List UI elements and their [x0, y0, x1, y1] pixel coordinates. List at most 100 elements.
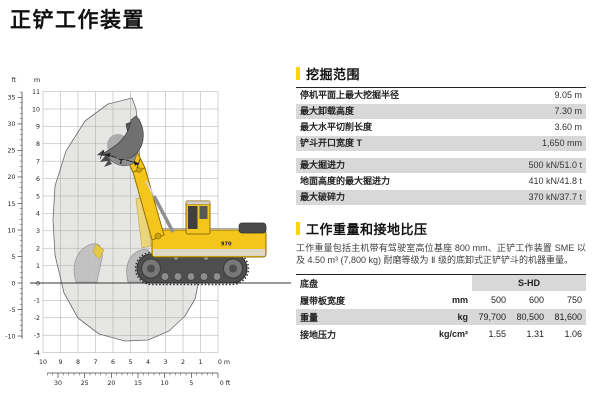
- m-axis-label: 10: [32, 106, 40, 113]
- spec-label: 铲斗开口宽度 T: [300, 138, 362, 149]
- spec-row: 地面高度的最大掘进力 410 kN/41.8 t: [296, 174, 586, 190]
- spec-value: 1,650 mm: [541, 138, 582, 149]
- ft-axis-unit: ft: [12, 76, 17, 84]
- section-heading: 工作重量和接地比压: [306, 222, 428, 237]
- ft-axis-label: -5: [9, 307, 15, 314]
- weight-row-label: 履带板宽度: [300, 295, 346, 306]
- m-axis-label: 2: [36, 246, 40, 253]
- boom-pivot: [154, 232, 162, 240]
- bottom-m-label: 0 m: [218, 359, 230, 366]
- ft-axis-label: 30: [7, 121, 15, 128]
- undercarriage-value: S-HD: [472, 275, 586, 292]
- m-axis-label: 6: [36, 176, 40, 183]
- spec-row: 最大卸载高度 7.30 m: [296, 104, 586, 120]
- m-axis-label: -4: [34, 350, 40, 357]
- bucket-width-annotation: [99, 149, 141, 169]
- m-axis-label: -2: [34, 315, 40, 322]
- weight-row-value: 79,700: [478, 312, 506, 323]
- ft-axis-label: 5: [11, 254, 15, 261]
- m-axis-label: 7: [36, 159, 40, 166]
- weight-row-unit: kg/cm²: [438, 329, 468, 340]
- track-cleats: [134, 251, 250, 286]
- weight-row-value: 1.55: [488, 329, 506, 340]
- m-axis-unit: m: [34, 76, 40, 84]
- bottom-m-label: 4: [146, 359, 150, 366]
- m-axis-label: 0: [36, 280, 40, 287]
- section-weight: 工作重量和接地比压: [296, 219, 586, 238]
- spec-label: 最大破碎力: [300, 192, 346, 203]
- m-axis-label: 4: [36, 211, 40, 218]
- weight-row: 履带板宽度 mm 500 600 750: [296, 292, 586, 310]
- spec-value: 410 kN/41.8 t: [528, 176, 582, 187]
- bucket-width-label: T: [119, 158, 125, 166]
- weight-row-value: 1.31: [526, 329, 544, 340]
- bottom-m-label: 9: [58, 359, 62, 366]
- spec-label: 地面高度的最大掘进力: [300, 176, 391, 187]
- arrow-right: [134, 161, 140, 166]
- weight-row-value: 80,500: [516, 312, 544, 323]
- weight-row-value: 1.06: [564, 329, 582, 340]
- ft-axis-label: 15: [7, 201, 15, 208]
- ft-axis-label: 20: [7, 174, 15, 181]
- weight-row-value: 81,600: [554, 312, 582, 323]
- weight-note: 工作重量包括主机带有驾驶室高位基座 800 mm、正铲工作装置 SME 以及 4…: [296, 243, 586, 266]
- bottom-m-label: 8: [76, 359, 80, 366]
- m-axis-label: 8: [36, 141, 40, 148]
- m-axis-label: 3: [36, 228, 40, 235]
- ft-axis-label: 25: [7, 148, 15, 155]
- bottom-ft-label: 20: [107, 380, 115, 387]
- section-accent-bar: [296, 67, 300, 80]
- bottom-ft-label: 15: [134, 380, 142, 387]
- weight-row-label: 接地压力: [300, 329, 337, 340]
- spec-row: 铲斗开口宽度 T 1,650 mm: [296, 136, 586, 152]
- weight-row-value: 500: [490, 295, 506, 306]
- bucket-teeth: [97, 150, 112, 167]
- body-lower-band: [153, 249, 265, 256]
- ghost-cylinder-accent: [92, 243, 105, 260]
- bottom-ft-label: 10: [161, 380, 169, 387]
- spec-row: 最大水平切削长度 3.60 m: [296, 120, 586, 136]
- m-axis-label: -3: [34, 333, 40, 340]
- bottom-m-label: 1: [198, 359, 202, 366]
- bottom-m-label: 6: [111, 359, 115, 366]
- undercarriage-label: 底盘: [300, 278, 319, 289]
- spec-label: 停机平面上最大挖掘半径: [300, 90, 400, 101]
- weight-row-unit: mm: [451, 295, 468, 306]
- weight-row-value: 750: [566, 295, 582, 306]
- ft-axis-label: -10: [5, 333, 15, 340]
- m-axis-label: 5: [36, 193, 40, 200]
- page-title: 正铲工作装置: [10, 9, 145, 32]
- spec-label: 最大卸载高度: [300, 106, 355, 117]
- sprocket-hub: [229, 264, 237, 273]
- section-heading: 挖掘范围: [306, 67, 361, 82]
- spec-label: 最大水平切削长度: [300, 122, 373, 133]
- m-axis-label: 9: [36, 124, 40, 131]
- bottom-m-label: 10: [39, 359, 47, 366]
- bottom-m-label: 5: [128, 359, 132, 366]
- spec-value: 7.30 m: [554, 106, 582, 117]
- m-axis-label: 1: [36, 263, 40, 270]
- bottom-m-label: 7: [93, 359, 97, 366]
- spec-value: 3.60 m: [554, 122, 582, 133]
- spec-value: 500 kN/51.0 t: [528, 160, 582, 171]
- bottom-ft-label: 0 ft: [220, 380, 231, 387]
- working-range-svg: 11109876543210-1-2-3-435302520151050-5-1…: [5, 76, 291, 387]
- weight-row: 接地压力 kg/cm² 1.55 1.31 1.06: [296, 326, 586, 344]
- grid: [42, 91, 219, 353]
- engine-hood: [238, 222, 267, 234]
- weight-row-unit: kg: [457, 312, 468, 323]
- cab-side-window: [199, 206, 208, 219]
- ft-axis-label: 10: [7, 227, 15, 234]
- arrow-left: [104, 153, 111, 158]
- weight-table-header: 底盘 S-HD: [296, 275, 586, 293]
- machine-model-label: 970: [221, 242, 232, 248]
- ft-axis-label: 35: [7, 95, 15, 102]
- weight-row-value: 600: [528, 295, 544, 306]
- bottom-ft-label: 5: [189, 380, 193, 387]
- cab-front-window: [188, 206, 198, 229]
- m-axis-label: 11: [32, 89, 40, 96]
